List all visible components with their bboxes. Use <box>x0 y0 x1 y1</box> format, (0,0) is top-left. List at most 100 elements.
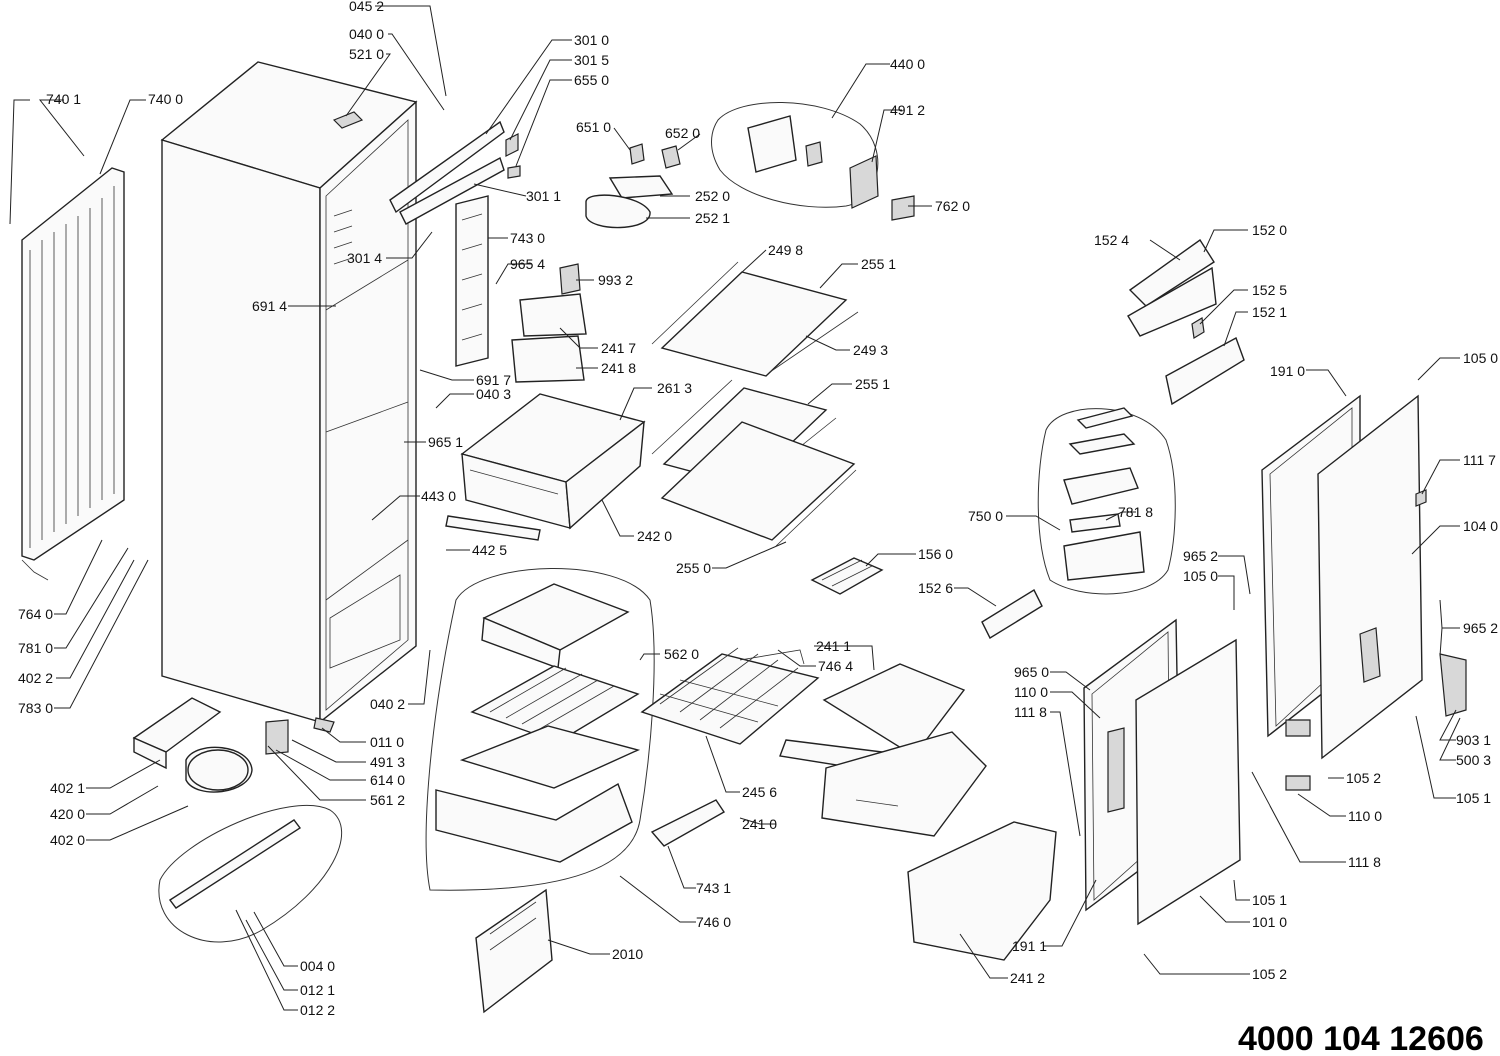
compressor <box>187 749 249 791</box>
part-label: 781 0 <box>18 640 53 656</box>
air-duct <box>455 195 489 367</box>
part-label: 252 1 <box>695 210 730 226</box>
part-label: 965 2 <box>1183 548 1218 564</box>
part-label: 746 4 <box>818 658 853 674</box>
part-label: 241 1 <box>816 638 851 654</box>
part-label: 781 8 <box>1118 504 1153 520</box>
compressor-area-parts <box>132 697 343 943</box>
condenser-coil <box>21 167 125 581</box>
part-label: 012 2 <box>300 1002 335 1018</box>
part-label: 152 4 <box>1094 232 1129 248</box>
part-label: 152 6 <box>918 580 953 596</box>
part-label: 740 0 <box>148 91 183 107</box>
part-label: 105 1 <box>1456 790 1491 806</box>
part-label: 655 0 <box>574 72 609 88</box>
part-label: 241 8 <box>601 360 636 376</box>
part-label: 242 0 <box>637 528 672 544</box>
part-label: 104 0 <box>1463 518 1498 534</box>
part-label: 743 0 <box>510 230 545 246</box>
part-label: 105 2 <box>1252 966 1287 982</box>
part-label: 740 1 <box>46 91 81 107</box>
part-label: 652 0 <box>665 125 700 141</box>
icemaker-group <box>1037 407 1176 595</box>
part-label: 783 0 <box>18 700 53 716</box>
part-label: 105 2 <box>1346 770 1381 786</box>
part-label: 249 3 <box>853 342 888 358</box>
part-label: 491 2 <box>890 102 925 118</box>
part-label: 252 0 <box>695 188 730 204</box>
part-label: 255 1 <box>861 256 896 272</box>
part-label: 249 8 <box>768 242 803 258</box>
part-label: 152 1 <box>1252 304 1287 320</box>
part-label: 241 2 <box>1010 970 1045 986</box>
part-label: 402 2 <box>18 670 53 686</box>
part-label: 105 0 <box>1463 350 1498 366</box>
water-dispenser-parts <box>511 263 587 383</box>
part-label: 743 1 <box>696 880 731 896</box>
document-number: 4000 104 12606 <box>1238 1020 1484 1056</box>
part-label: 965 4 <box>510 256 545 272</box>
freezer-group <box>425 568 655 891</box>
part-label: 614 0 <box>370 772 405 788</box>
part-label: 105 1 <box>1252 892 1287 908</box>
part-label: 691 4 <box>252 298 287 314</box>
part-label: 245 6 <box>742 784 777 800</box>
part-label: 521 0 <box>349 46 384 62</box>
part-label: 101 0 <box>1252 914 1287 930</box>
part-label: 105 0 <box>1183 568 1218 584</box>
part-label: 012 1 <box>300 982 335 998</box>
part-label: 651 0 <box>576 119 611 135</box>
glass-shelves <box>651 261 859 547</box>
part-label: 764 0 <box>18 606 53 622</box>
thermostat-group <box>711 101 915 221</box>
part-label: 562 0 <box>664 646 699 662</box>
part-label: 420 0 <box>50 806 85 822</box>
part-label: 746 0 <box>696 914 731 930</box>
part-label: 993 2 <box>598 272 633 288</box>
part-label: 440 0 <box>890 56 925 72</box>
part-label: 191 0 <box>1270 363 1305 379</box>
part-label: 965 1 <box>428 434 463 450</box>
part-label: 762 0 <box>935 198 970 214</box>
freezer-drawers <box>779 663 1057 961</box>
part-label: 301 0 <box>574 32 609 48</box>
part-label: 011 0 <box>370 734 404 750</box>
part-label: 156 0 <box>918 546 953 562</box>
part-label: 402 1 <box>50 780 85 796</box>
part-label: 500 3 <box>1456 752 1491 768</box>
part-label: 152 5 <box>1252 282 1287 298</box>
crisper-drawer <box>445 393 646 541</box>
door-bins <box>981 239 1245 639</box>
upper-door <box>1261 394 1467 760</box>
part-label: 691 7 <box>476 372 511 388</box>
ice-tray <box>810 557 884 595</box>
part-label: 040 2 <box>370 696 405 712</box>
lamp-assembly <box>585 143 681 229</box>
part-label: 152 0 <box>1252 222 1287 238</box>
base-plate <box>475 888 553 1014</box>
part-label: 191 1 <box>1012 938 1047 954</box>
part-label: 301 1 <box>526 188 561 204</box>
part-label: 2010 <box>612 946 643 962</box>
part-label: 301 4 <box>347 250 382 266</box>
lower-door <box>1083 618 1311 926</box>
part-label: 442 5 <box>472 542 507 558</box>
cabinet-body <box>160 61 418 733</box>
part-label: 491 3 <box>370 754 405 770</box>
part-label: 241 0 <box>742 816 777 832</box>
part-label: 965 2 <box>1463 620 1498 636</box>
part-label: 241 7 <box>601 340 636 356</box>
freezer-cover <box>650 799 725 847</box>
part-label: 443 0 <box>421 488 456 504</box>
wire-shelf <box>640 647 820 745</box>
part-label: 040 0 <box>349 26 384 42</box>
part-label: 255 0 <box>676 560 711 576</box>
part-label: 750 0 <box>968 508 1003 524</box>
part-label: 110 0 <box>1014 684 1048 700</box>
part-label: 040 3 <box>476 386 511 402</box>
part-label: 045 2 <box>349 0 384 14</box>
part-label: 301 5 <box>574 52 609 68</box>
part-label: 111 8 <box>1014 704 1047 720</box>
part-label: 561 2 <box>370 792 405 808</box>
